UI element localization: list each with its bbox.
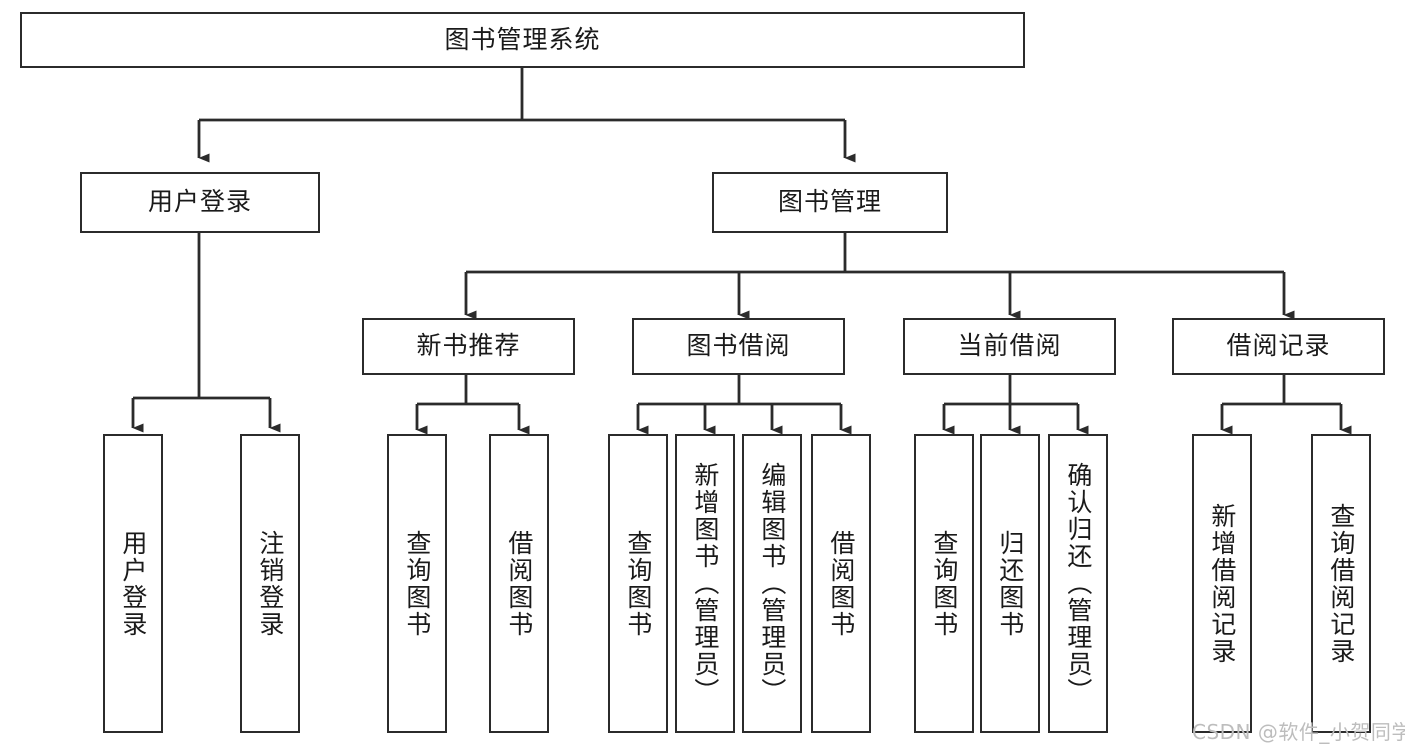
node-label: 用户登录: [147, 187, 252, 217]
leaf-query-borrow-record[interactable]: 查询借阅记录: [1311, 434, 1371, 733]
node-book-borrow[interactable]: 图书借阅: [632, 318, 845, 375]
node-borrow-record[interactable]: 借阅记录: [1172, 318, 1385, 375]
node-label: 图书管理: [777, 187, 882, 217]
node-root-system[interactable]: 图书管理系统: [20, 12, 1025, 68]
node-new-book-recommend[interactable]: 新书推荐: [362, 318, 575, 375]
node-label: 新增图书（管理员）: [690, 462, 720, 705]
leaf-return-book[interactable]: 归还图书: [980, 434, 1040, 733]
leaf-query-book-current[interactable]: 查询图书: [914, 434, 974, 733]
node-label: 借阅图书: [826, 529, 856, 638]
leaf-add-borrow-record[interactable]: 新增借阅记录: [1192, 434, 1252, 733]
leaf-user-login[interactable]: 用户登录: [103, 434, 163, 733]
leaf-query-book-borrow[interactable]: 查询图书: [608, 434, 668, 733]
node-label: 用户登录: [118, 529, 148, 638]
node-current-borrow[interactable]: 当前借阅: [903, 318, 1116, 375]
node-label: 查询图书: [929, 529, 959, 638]
node-label: 归还图书: [995, 529, 1025, 638]
node-book-management[interactable]: 图书管理: [712, 172, 948, 233]
leaf-confirm-return-admin[interactable]: 确认归还（管理员）: [1048, 434, 1108, 733]
leaf-borrow-book[interactable]: 借阅图书: [811, 434, 871, 733]
node-label: 编辑图书（管理员）: [757, 462, 787, 705]
node-label: 查询借阅记录: [1326, 502, 1356, 665]
node-label: 当前借阅: [957, 331, 1062, 361]
leaf-borrow-book-recommend[interactable]: 借阅图书: [489, 434, 549, 733]
node-label: 查询图书: [623, 529, 653, 638]
node-label: 查询图书: [402, 529, 432, 638]
node-label: 图书借阅: [686, 331, 791, 361]
node-label: 注销登录: [255, 529, 285, 638]
node-user-login[interactable]: 用户登录: [80, 172, 320, 233]
leaf-edit-book-admin[interactable]: 编辑图书（管理员）: [742, 434, 802, 733]
node-label: 图书管理系统: [444, 24, 601, 54]
node-label: 借阅记录: [1226, 331, 1331, 361]
node-label: 确认归还（管理员）: [1063, 462, 1093, 705]
leaf-query-book-recommend[interactable]: 查询图书: [387, 434, 447, 733]
csdn-watermark: CSDN @软件_小贺同学: [1192, 720, 1405, 744]
leaf-user-logout[interactable]: 注销登录: [240, 434, 300, 733]
node-label: 新书推荐: [416, 331, 521, 361]
node-label: 借阅图书: [504, 529, 534, 638]
leaf-add-book-admin[interactable]: 新增图书（管理员）: [675, 434, 735, 733]
node-label: 新增借阅记录: [1207, 502, 1237, 665]
